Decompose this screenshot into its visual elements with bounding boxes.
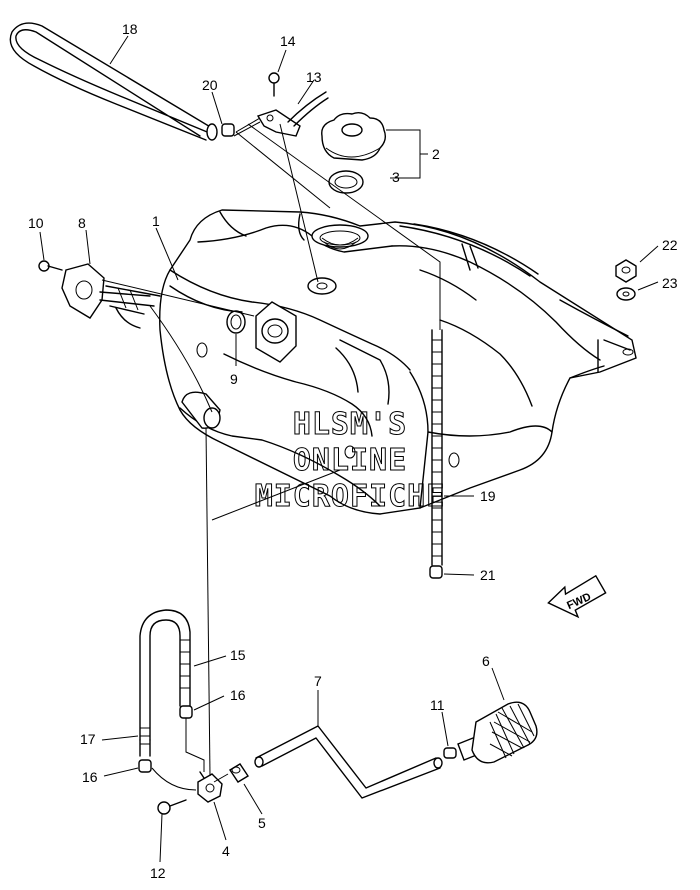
watermark-line-1: HLSM'S	[293, 407, 407, 442]
label-part-22: 22	[662, 237, 678, 253]
fuel-pipe	[254, 725, 443, 799]
watermark-line-2: ONLINE	[293, 443, 407, 478]
label-part-5: 5	[258, 815, 266, 831]
label-part-17: 17	[80, 731, 96, 747]
washer	[616, 287, 636, 301]
label-part-8: 8	[78, 215, 86, 231]
label-part-11: 11	[430, 697, 445, 713]
fuel-hose-upper	[139, 609, 191, 741]
label-part-3: 3	[392, 169, 400, 185]
label-part-14: 14	[280, 33, 296, 49]
fuel-tank	[159, 209, 637, 515]
forward-direction-indicator: FWD	[547, 574, 607, 619]
breather-hose	[9, 22, 218, 141]
cap-gasket	[328, 170, 364, 194]
fuel-filter	[457, 701, 538, 764]
label-part-10: 10	[28, 215, 44, 231]
watermark: HLSM'S ONLINE MICROFICHE	[254, 407, 446, 515]
label-part-20: 20	[202, 77, 218, 93]
label-part-6: 6	[482, 653, 490, 669]
watermark-line-3: MICROFICHE	[255, 479, 446, 514]
label-part-15: 15	[230, 647, 246, 663]
label-part-16-upper: 16	[230, 687, 246, 703]
fuel-cap	[321, 111, 387, 161]
hose-bracket	[256, 91, 329, 137]
drain-hose	[431, 329, 443, 566]
part-labels: 18 14 13 20 2 3 1 8 10 22 23 9 19 21 15 …	[28, 21, 678, 881]
flange-nut	[615, 259, 637, 283]
leader-lines	[39, 35, 659, 863]
hose-clamp	[221, 117, 261, 137]
hose-clamp-upper	[179, 705, 193, 719]
filter-hose-clamp	[443, 747, 457, 759]
label-part-16-lower: 16	[82, 769, 98, 785]
label-part-21: 21	[480, 567, 496, 583]
label-part-23: 23	[662, 275, 678, 291]
fuel-level-sender	[61, 263, 161, 329]
label-part-18: 18	[122, 21, 138, 37]
hose-joint	[229, 763, 249, 783]
mounting-screw	[157, 799, 187, 815]
label-part-13: 13	[306, 69, 322, 85]
label-part-19: 19	[480, 488, 496, 504]
hose-clamp-lower	[138, 759, 152, 773]
label-part-4: 4	[222, 843, 230, 859]
label-part-1: 1	[152, 213, 160, 229]
label-part-12: 12	[150, 865, 166, 881]
label-part-2: 2	[432, 146, 440, 162]
bracket-bolt	[268, 72, 280, 97]
label-part-9: 9	[230, 371, 238, 387]
drain-hose-clip	[429, 565, 443, 579]
label-part-7: 7	[314, 673, 322, 689]
fuel-hose-lower	[139, 727, 151, 757]
fuel-cock	[197, 771, 223, 803]
sender-screw	[38, 260, 63, 272]
